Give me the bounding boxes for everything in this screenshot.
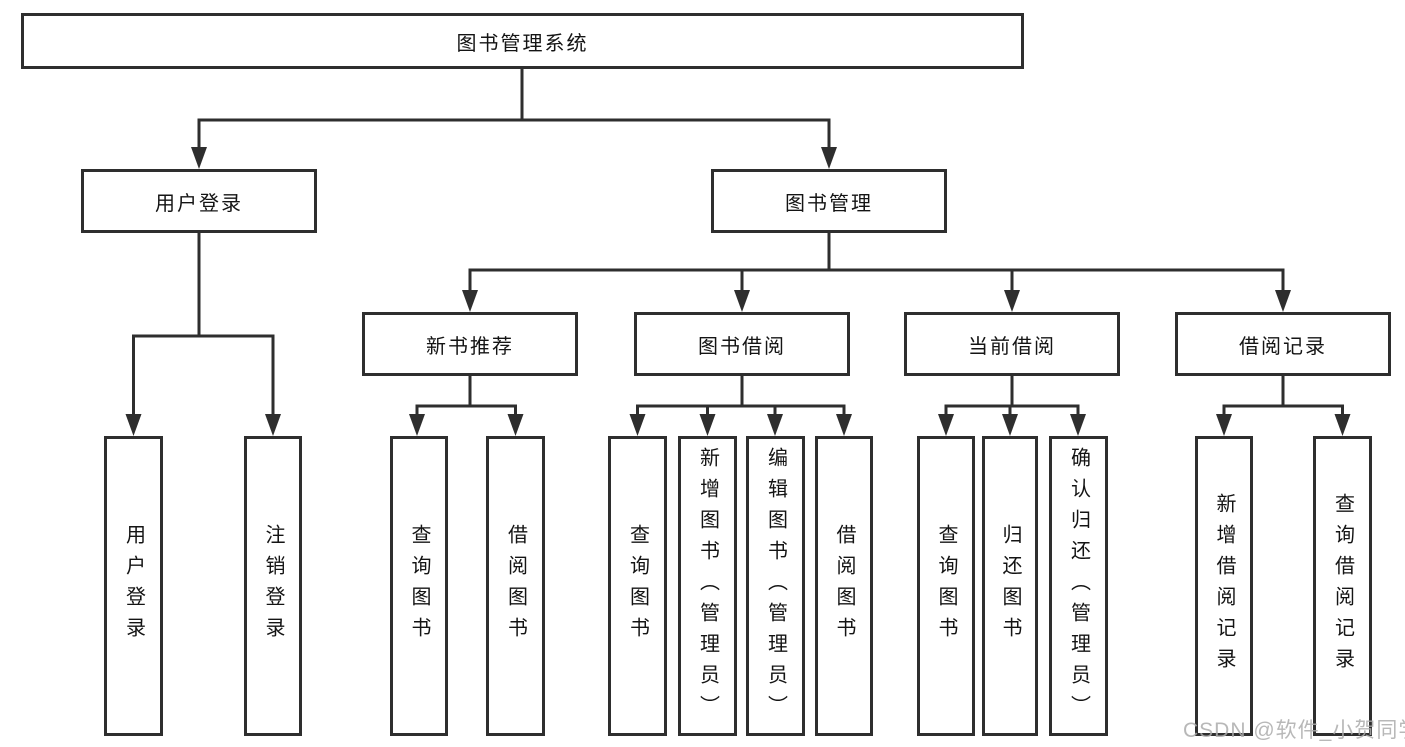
leaf-query-books-recommend: 查询图书 [390, 436, 448, 736]
node-new-book-recommend: 新书推荐 [362, 312, 578, 376]
leaf-confirm-return-admin: 确认归还（管理员） [1049, 436, 1108, 736]
node-user-login: 用户登录 [81, 169, 317, 233]
leaf-query-borrow-record: 查询借阅记录 [1313, 436, 1372, 736]
node-book-borrow: 图书借阅 [634, 312, 850, 376]
node-book-management: 图书管理 [711, 169, 947, 233]
leaf-borrow-books: 借阅图书 [815, 436, 873, 736]
leaf-user-login: 用户登录 [104, 436, 163, 736]
csdn-watermark: CSDN @软件_小贺同学 [1183, 719, 1405, 742]
leaf-query-books-current: 查询图书 [917, 436, 975, 736]
leaf-query-books-borrow: 查询图书 [608, 436, 667, 736]
leaf-logout: 注销登录 [244, 436, 302, 736]
leaf-add-book-admin: 新增图书（管理员） [678, 436, 737, 736]
node-borrow-records: 借阅记录 [1175, 312, 1391, 376]
arrowheads [125, 147, 1351, 436]
leaf-borrow-books-recommend: 借阅图书 [486, 436, 545, 736]
node-current-borrow: 当前借阅 [904, 312, 1120, 376]
leaf-edit-book-admin: 编辑图书（管理员） [746, 436, 805, 736]
node-root-system: 图书管理系统 [21, 13, 1024, 69]
leaf-add-borrow-record: 新增借阅记录 [1195, 436, 1253, 736]
leaf-return-book: 归还图书 [982, 436, 1038, 736]
